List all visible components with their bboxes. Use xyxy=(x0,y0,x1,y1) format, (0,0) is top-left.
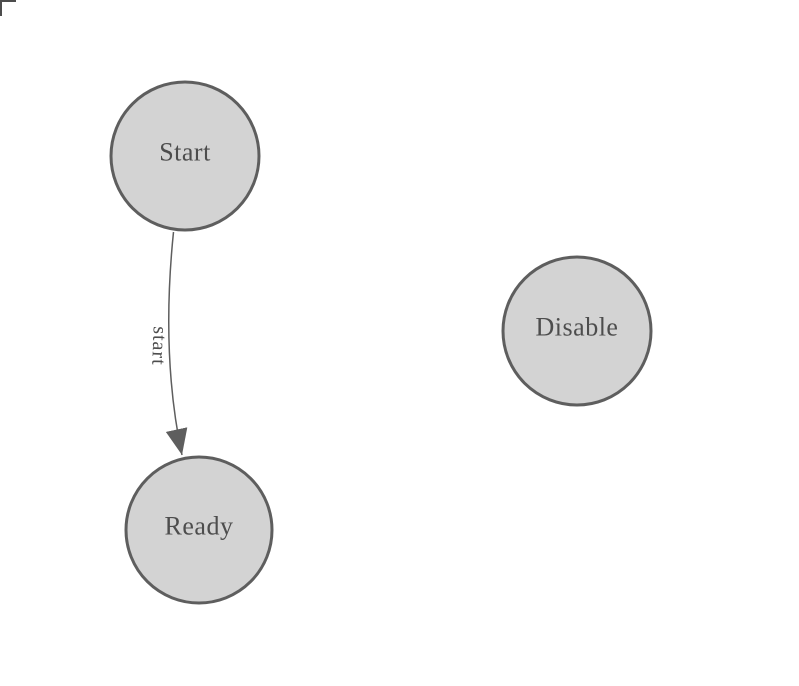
state-node-circle-disable[interactable] xyxy=(501,255,653,407)
state-node-label-disable: Disable xyxy=(536,313,619,342)
state-node-circle-ready[interactable] xyxy=(124,455,274,605)
transition-edge-start-ready[interactable]: start xyxy=(147,231,188,456)
canvas-origin-corner-icon xyxy=(0,0,16,16)
state-node-disable[interactable]: Disable xyxy=(501,255,653,407)
state-node-ready[interactable]: Ready xyxy=(124,455,274,605)
transition-edge-path[interactable] xyxy=(165,231,188,456)
state-node-circle-start[interactable] xyxy=(109,80,261,232)
transition-edge-label: start xyxy=(147,326,170,366)
state-node-label-ready: Ready xyxy=(165,512,234,541)
state-node-label-start: Start xyxy=(159,138,211,167)
state-node-start[interactable]: Start xyxy=(109,80,261,232)
